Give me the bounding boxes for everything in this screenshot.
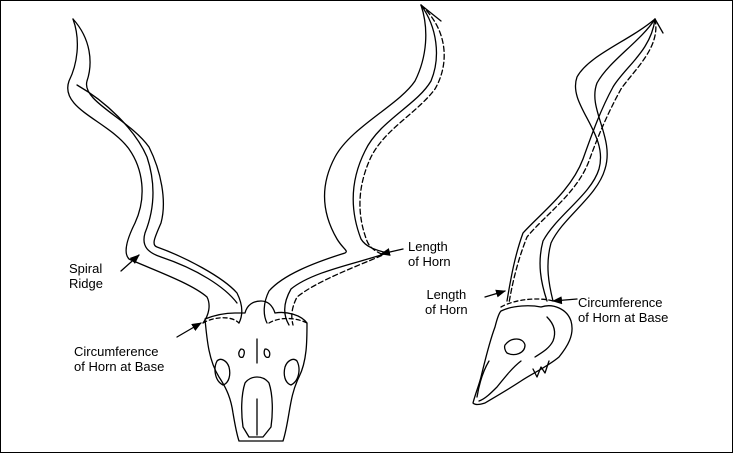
spiral-ridge-arrow <box>121 255 139 271</box>
side-length-label-line-1: Length <box>425 287 468 302</box>
spiral-ridge-label-line-1: Spiral <box>69 261 103 276</box>
front-length-dashed-line <box>292 5 444 325</box>
spiral-ridge-label-line-2: Ridge <box>69 276 103 291</box>
front-circumference-dashed-base-left <box>203 318 239 323</box>
side-circumference-label-line-2: of Horn at Base <box>578 310 668 325</box>
side-horn-lower-edge <box>548 19 655 301</box>
front-length-arrow <box>381 249 403 254</box>
side-view <box>473 19 663 405</box>
front-skull-right-foramen <box>264 349 270 357</box>
front-skull-left-foramen <box>239 349 244 357</box>
front-circumference-label-line-2: of Horn at Base <box>74 359 164 374</box>
side-length-arrow <box>485 291 505 297</box>
front-skull <box>203 301 307 441</box>
front-right-horn-inner-edge <box>264 5 426 323</box>
side-length-label-line-2: of Horn <box>425 302 468 317</box>
front-circumference-arrow <box>177 323 201 337</box>
side-circumference-label: Circumference of Horn at Base <box>578 295 668 325</box>
side-horn-back-edge <box>507 19 655 301</box>
side-skull-outline <box>473 306 572 405</box>
spiral-ridge-label: Spiral Ridge <box>69 261 103 291</box>
front-circumference-label-line-1: Circumference <box>74 344 164 359</box>
side-horn-upper-edge <box>540 19 655 301</box>
side-length-of-horn-label: Length of Horn <box>425 287 468 317</box>
front-length-label-line-2: of Horn <box>408 254 451 269</box>
side-circumference-arrow <box>553 299 577 301</box>
front-circumference-label: Circumference of Horn at Base <box>74 344 164 374</box>
side-skull-contour <box>535 317 555 357</box>
front-length-label-line-1: Length <box>408 239 451 254</box>
front-right-horn-outer-edge <box>285 5 437 325</box>
front-length-of-horn-label: Length of Horn <box>408 239 451 269</box>
side-circumference-label-line-1: Circumference <box>578 295 668 310</box>
front-right-horn <box>264 5 444 325</box>
side-skull-eye <box>505 339 525 355</box>
